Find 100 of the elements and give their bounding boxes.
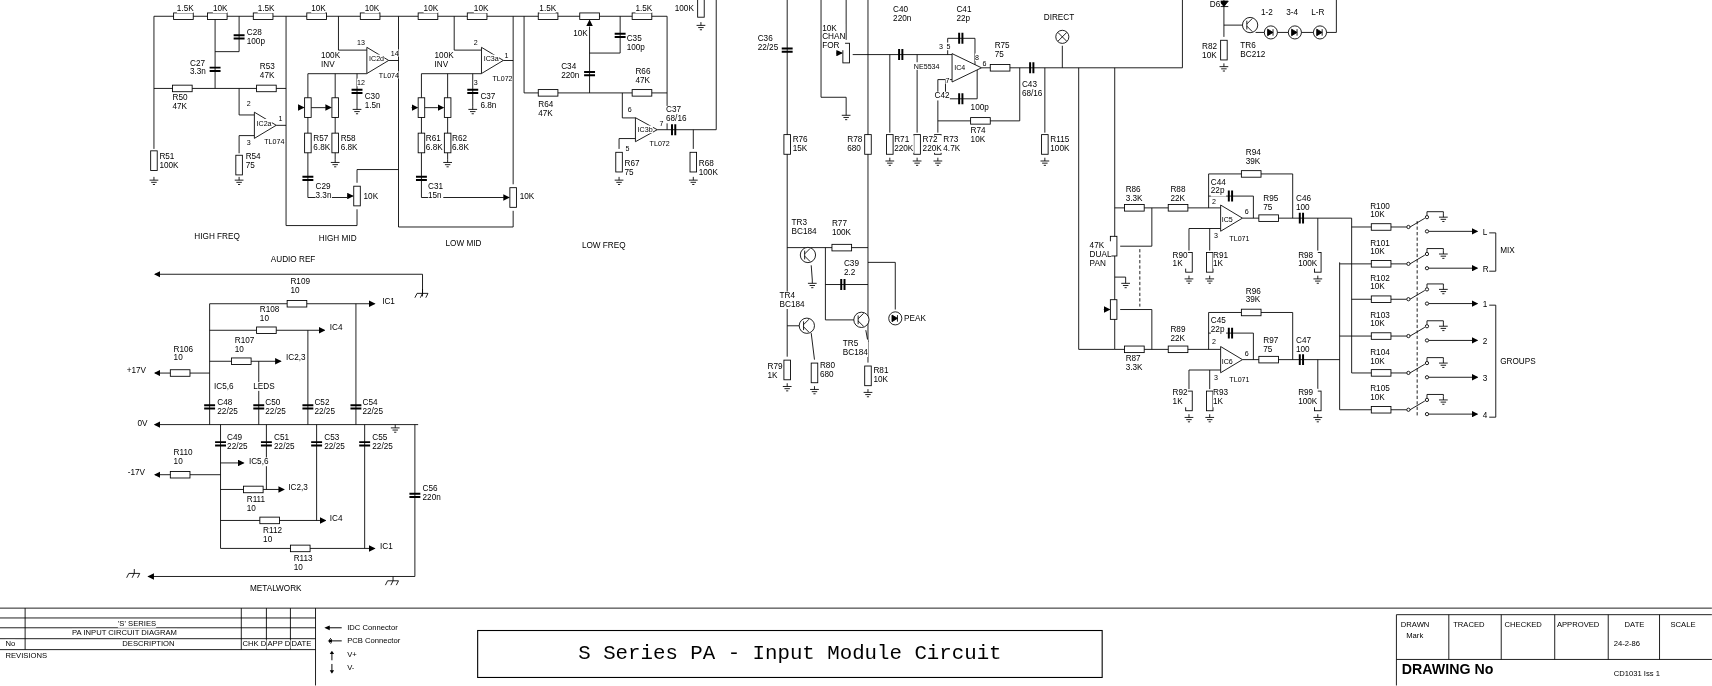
component-label: C35 100p: [626, 35, 645, 54]
component-label: 10K: [473, 4, 489, 14]
component-label: R92 1K: [1172, 389, 1188, 407]
component-label: R103 10K: [1370, 311, 1390, 329]
net-label: IC1: [382, 296, 395, 306]
component-label: 100p: [970, 103, 989, 112]
component-label: R105 10K: [1370, 384, 1390, 403]
component-label: R78 680: [847, 135, 863, 154]
component-label: R80 680: [819, 361, 835, 379]
component-label: R94 39K: [1245, 148, 1261, 167]
component-label: R54 75: [245, 153, 261, 171]
component-label: C43 68/16: [1021, 81, 1043, 99]
component-label: R58 6.8K: [340, 134, 358, 152]
component-label: D6: [1209, 0, 1221, 9]
component-label: C51 22/25: [274, 433, 295, 452]
component-label: C53 22/25: [324, 433, 345, 452]
net-label: IC4: [329, 514, 343, 524]
net-label: 1-2: [1261, 8, 1273, 18]
component-label: R104 10K: [1370, 347, 1390, 366]
component-label: R51 100K: [159, 153, 179, 171]
section-label: METALWORK: [250, 583, 302, 593]
net-label: PEAK: [904, 314, 926, 323]
component-label: TR3 BC184: [791, 218, 817, 236]
component-label: R100 10K: [1370, 202, 1390, 220]
component-label: C50 22/25: [265, 398, 286, 416]
component-label: C39 2.2: [843, 259, 859, 278]
component-label: R88 22K: [1170, 185, 1186, 204]
component-label: R95 75: [1263, 194, 1279, 213]
component-label: 10K: [212, 4, 228, 14]
component-label: R89 22K: [1170, 325, 1186, 344]
drawing-title: S Series PA - Input Module Circuit: [477, 629, 1103, 678]
section-label: HIGH MID: [318, 234, 357, 244]
component-label: C41 22p: [956, 5, 972, 24]
component-label: C40 220n: [893, 5, 912, 24]
component-label: C31 15n: [428, 182, 443, 201]
component-label: 10K: [363, 191, 379, 201]
component-label: C45 22p: [1210, 316, 1226, 335]
component-label: R61 6.8K: [425, 134, 443, 152]
component-label: R93 1K: [1213, 389, 1228, 407]
net-label: R: [1482, 265, 1489, 275]
component-label: R112 10: [263, 526, 283, 544]
net-label: IC5,6: [214, 381, 234, 391]
component-label: R53 47K: [259, 61, 275, 80]
component-label: R111 10: [246, 495, 266, 513]
component-label: C56 220n: [422, 485, 441, 503]
component-label: R98 100K: [1298, 250, 1318, 269]
component-label: 10K: [519, 191, 535, 201]
component-label: C44 22p: [1210, 178, 1226, 197]
net-label: L: [1482, 228, 1488, 238]
component-label: R57 6.8K: [313, 134, 331, 152]
component-label: R107 10: [234, 336, 255, 354]
net-label: IC4: [329, 322, 343, 332]
component-label: R79 1K: [767, 362, 783, 381]
component-label: R62 6.8K: [452, 134, 469, 152]
drawing-number-label: DRAWING No: [1401, 661, 1494, 677]
component-label: R75 75: [994, 41, 1010, 59]
component-label: C49 22/25: [227, 433, 248, 452]
component-label: R106 10: [173, 345, 194, 363]
component-label: C37 68/16: [666, 106, 687, 124]
section-label: HIGH FREQ: [194, 232, 240, 242]
net-label: LEDS: [253, 381, 275, 391]
component-label: C34 220n: [561, 61, 580, 80]
component-label: R50 47K: [172, 94, 188, 112]
component-label: R108 10: [259, 305, 280, 323]
component-label: 10K CHAN FOR: [822, 23, 846, 51]
component-label: R97 75: [1263, 336, 1279, 354]
component-label: R74 10K: [970, 126, 986, 145]
component-label: C28 100p: [246, 28, 265, 46]
component-label: 1.5K: [257, 4, 275, 14]
component-label: R86 3.3K: [1125, 185, 1143, 204]
component-label: 100K INV: [434, 51, 454, 70]
component-label: C46 100: [1295, 194, 1311, 213]
component-label: C42: [934, 91, 950, 101]
net-label: 3-4: [1286, 8, 1298, 18]
net-label: +17V: [126, 367, 146, 376]
component-label: R72 220K: [922, 135, 942, 154]
component-label: R71 220K: [894, 135, 914, 154]
net-label: -17V: [127, 468, 146, 478]
component-label: 10K: [423, 4, 439, 14]
component-label: C30 1.5n: [364, 92, 381, 111]
component-label: C29 3.3n: [315, 182, 332, 201]
section-label: AUDIO REF: [270, 255, 316, 264]
component-label: R77 100K: [831, 219, 852, 238]
component-label: TR5 BC184: [842, 339, 868, 357]
component-label: TR4 BC184: [779, 291, 805, 310]
component-label: 10K: [311, 4, 326, 14]
section-label: LOW FREQ: [581, 241, 626, 251]
component-label: C47 100: [1295, 336, 1311, 354]
component-label: R102 10K: [1370, 274, 1390, 292]
component-label: R64 47K: [538, 100, 554, 118]
net-label: 0V: [137, 418, 148, 428]
net-label: IC2,3: [288, 483, 308, 493]
component-label: R76 15K: [792, 135, 808, 154]
net-label: IC2,3: [286, 353, 306, 363]
component-label: C55 22/25: [372, 433, 393, 452]
component-label: 47K DUAL PAN: [1089, 241, 1112, 269]
component-label: R109 10: [290, 277, 310, 295]
component-label: C27 3.3n: [189, 58, 206, 77]
net-label: GROUPS: [1500, 356, 1536, 366]
component-label: 100K INV: [321, 51, 341, 70]
